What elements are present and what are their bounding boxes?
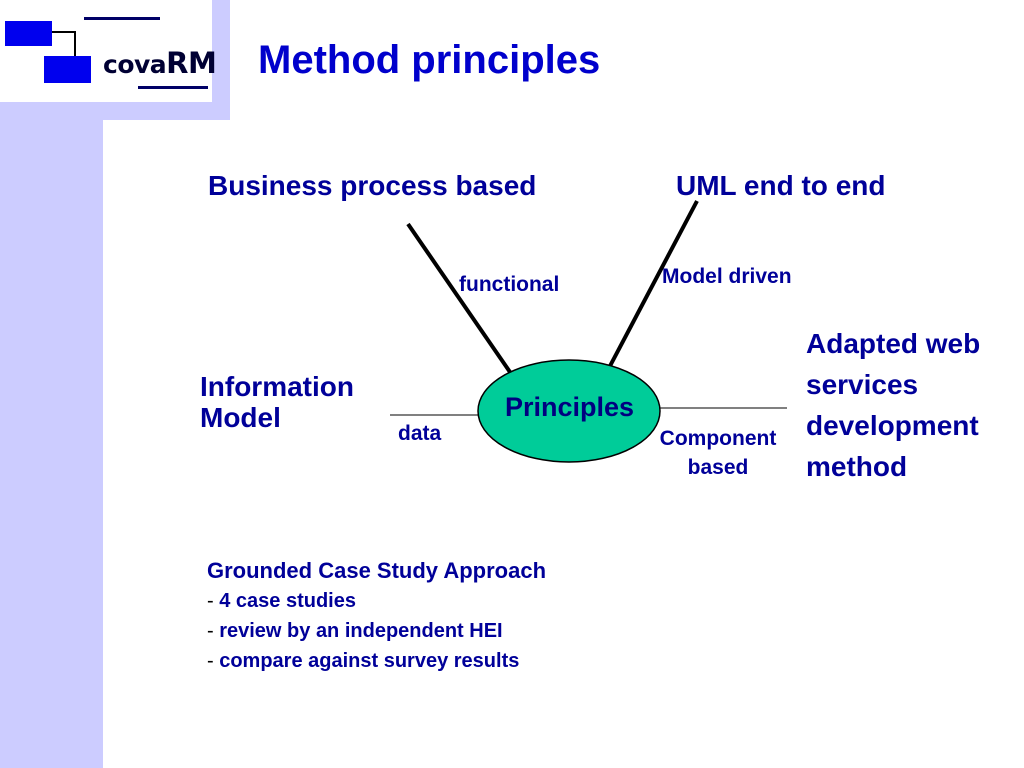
approach-item-text: review by an independent HEI bbox=[219, 620, 503, 642]
approach-item-text: 4 case studies bbox=[219, 590, 356, 612]
list-dash: - bbox=[207, 590, 220, 612]
approach-item: - review by an independent HEI bbox=[207, 616, 546, 646]
logo-square-bottom bbox=[44, 56, 91, 83]
list-dash: - bbox=[207, 650, 220, 672]
node-web-services-line3: development bbox=[806, 410, 979, 441]
approach-item: - compare against survey results bbox=[207, 646, 546, 676]
approach-title: Grounded Case Study Approach bbox=[207, 558, 547, 583]
logo-square-top bbox=[5, 21, 52, 46]
principles-ellipse bbox=[477, 359, 661, 463]
edge-label-functional: functional bbox=[459, 273, 560, 296]
slide-title: Method principles bbox=[258, 38, 601, 82]
node-web-services-line2: services bbox=[806, 369, 919, 400]
node-uml: UML end to end bbox=[676, 170, 886, 201]
node-information-model: Information Model bbox=[200, 371, 354, 433]
node-business-process: Business process based bbox=[208, 170, 537, 201]
logo-text-cova: cova bbox=[103, 50, 167, 79]
approach-section: Grounded Case Study Approach - 4 case st… bbox=[207, 556, 546, 676]
list-dash: - bbox=[207, 620, 220, 642]
logo-top-line bbox=[84, 17, 160, 20]
logo-connector-h bbox=[52, 31, 76, 33]
node-web-services-line1: Adapted web bbox=[806, 328, 981, 359]
node-information-model-line1: Information bbox=[200, 371, 354, 402]
node-web-services-line4: method bbox=[806, 451, 908, 482]
principles-label: Principles bbox=[504, 392, 635, 422]
node-information-model-line2: Model bbox=[200, 402, 281, 433]
edge-label-model-driven: Model driven bbox=[662, 265, 792, 288]
edge-label-component: Component bbox=[659, 427, 777, 450]
covarm-logo: covaRM bbox=[0, 0, 217, 102]
edge-label-data: data bbox=[398, 422, 442, 445]
connector-business-process bbox=[406, 222, 514, 377]
approach-item-text: compare against survey results bbox=[219, 650, 520, 672]
edge-label-based: based bbox=[687, 456, 749, 479]
logo-connector-v bbox=[74, 31, 76, 57]
node-web-services: Adapted web services development method bbox=[806, 323, 980, 487]
approach-item: - 4 case studies bbox=[207, 586, 546, 616]
side-band bbox=[0, 0, 103, 768]
logo-wordmark: covaRM bbox=[103, 46, 217, 80]
logo-bottom-line bbox=[138, 86, 208, 89]
connector-uml bbox=[608, 200, 699, 367]
edge-label-component-based: Component based bbox=[647, 424, 789, 482]
logo-text-rm: RM bbox=[166, 46, 217, 80]
